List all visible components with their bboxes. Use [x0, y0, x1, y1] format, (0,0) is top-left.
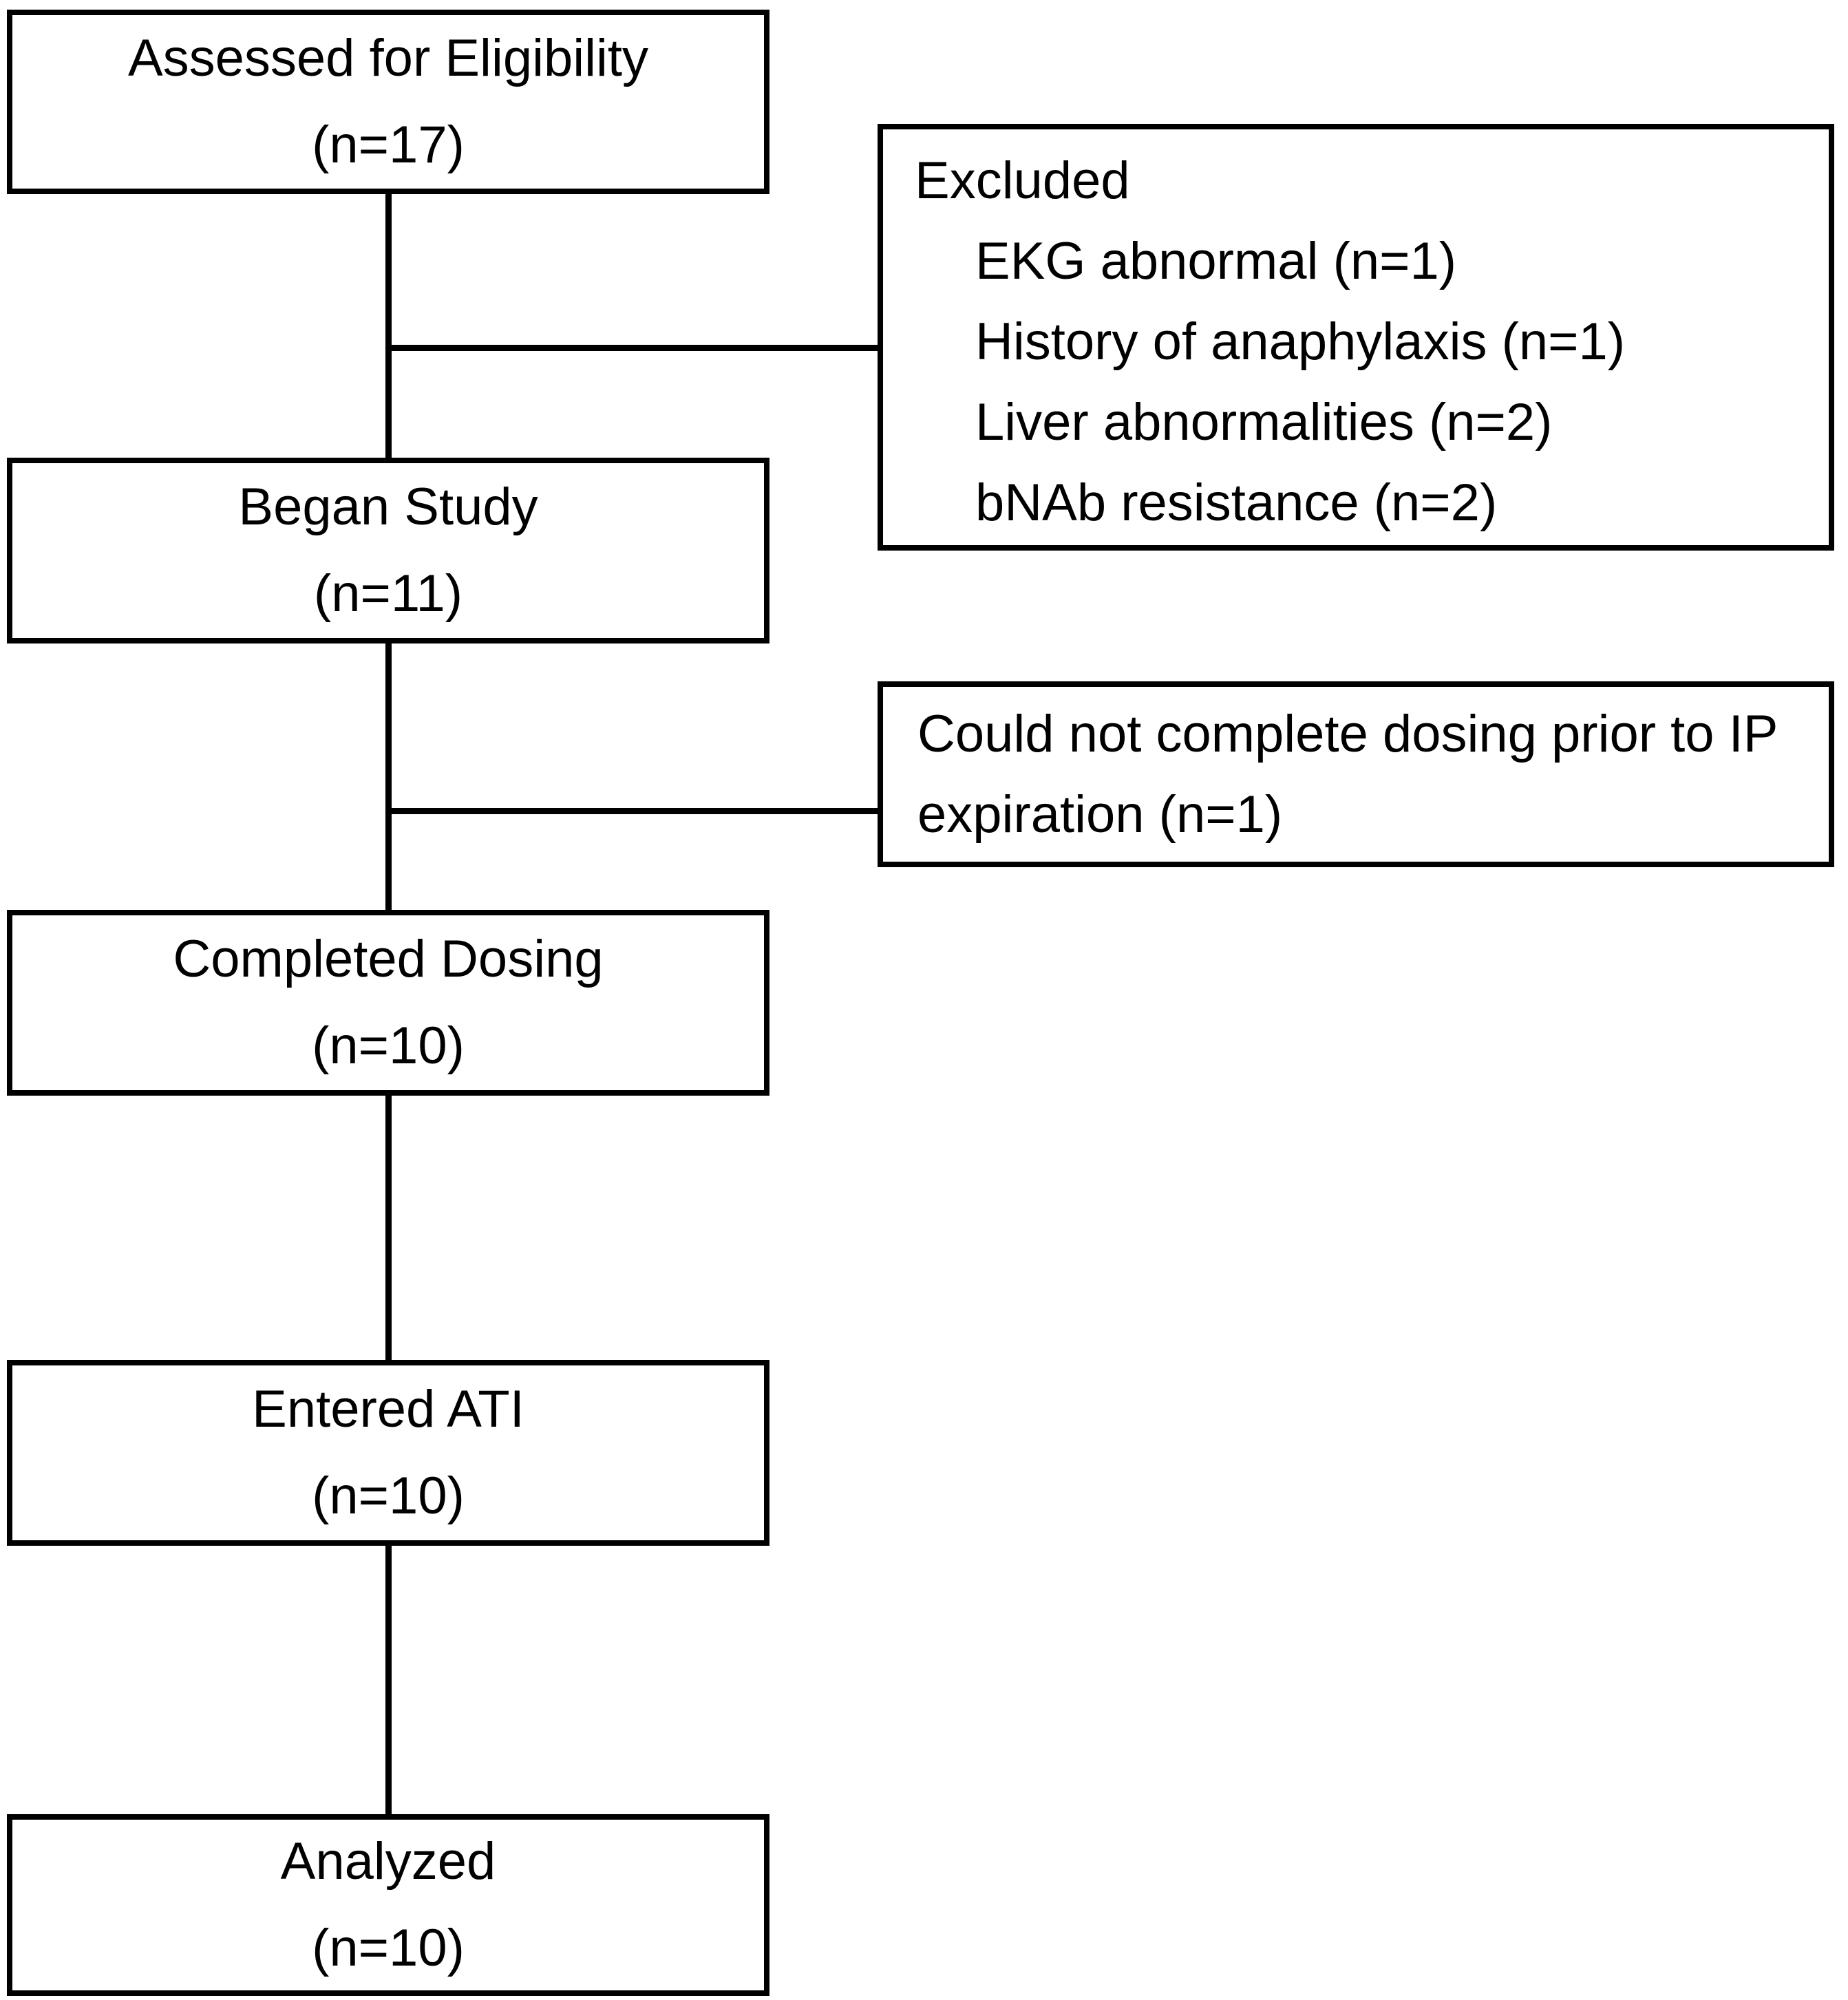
- box-label: Entered ATI: [252, 1380, 524, 1438]
- connector-branch-to-excluded: [388, 345, 878, 351]
- excluded-item-bnab: bNAb resistance (n=2): [975, 474, 1498, 532]
- connector-began-to-completed: [385, 643, 392, 910]
- box-count: (n=11): [313, 564, 463, 623]
- dropout-text: Could not complete dosing prior to IP ex…: [917, 705, 1778, 844]
- connector-branch-to-dropout: [388, 808, 878, 814]
- box-count: (n=17): [312, 116, 465, 174]
- box-count: (n=10): [312, 1919, 465, 1977]
- flowchart-box-excluded: Excluded EKG abnormal (n=1) History of a…: [878, 124, 1834, 551]
- connector-ati-to-analyzed: [385, 1546, 392, 1814]
- flowchart-box-assessed-for-eligibility: Assessed for Eligibility (n=17): [7, 10, 769, 194]
- box-count: (n=10): [312, 1017, 465, 1075]
- flowchart-box-began-study: Began Study (n=11): [7, 458, 769, 643]
- flowchart-box-analyzed: Analyzed (n=10): [7, 1814, 769, 1996]
- box-label: Assessed for Eligibility: [127, 29, 649, 87]
- flowchart-box-entered-ati: Entered ATI (n=10): [7, 1360, 769, 1546]
- box-label: Began Study: [238, 478, 538, 536]
- box-label: Completed Dosing: [173, 930, 604, 988]
- excluded-item-anaphylaxis: History of anaphylaxis (n=1): [975, 312, 1626, 371]
- connector-completed-to-ati: [385, 1096, 392, 1360]
- box-label: Analyzed: [280, 1832, 496, 1891]
- box-count: (n=10): [312, 1467, 465, 1525]
- excluded-item-liver: Liver abnormalities (n=2): [975, 393, 1553, 451]
- flowchart-box-completed-dosing: Completed Dosing (n=10): [7, 910, 769, 1096]
- flowchart-box-could-not-complete-dosing: Could not complete dosing prior to IP ex…: [878, 681, 1834, 867]
- excluded-title: Excluded: [915, 151, 1130, 210]
- excluded-item-ekg: EKG abnormal (n=1): [975, 232, 1457, 290]
- connector-assessed-to-began: [385, 194, 392, 458]
